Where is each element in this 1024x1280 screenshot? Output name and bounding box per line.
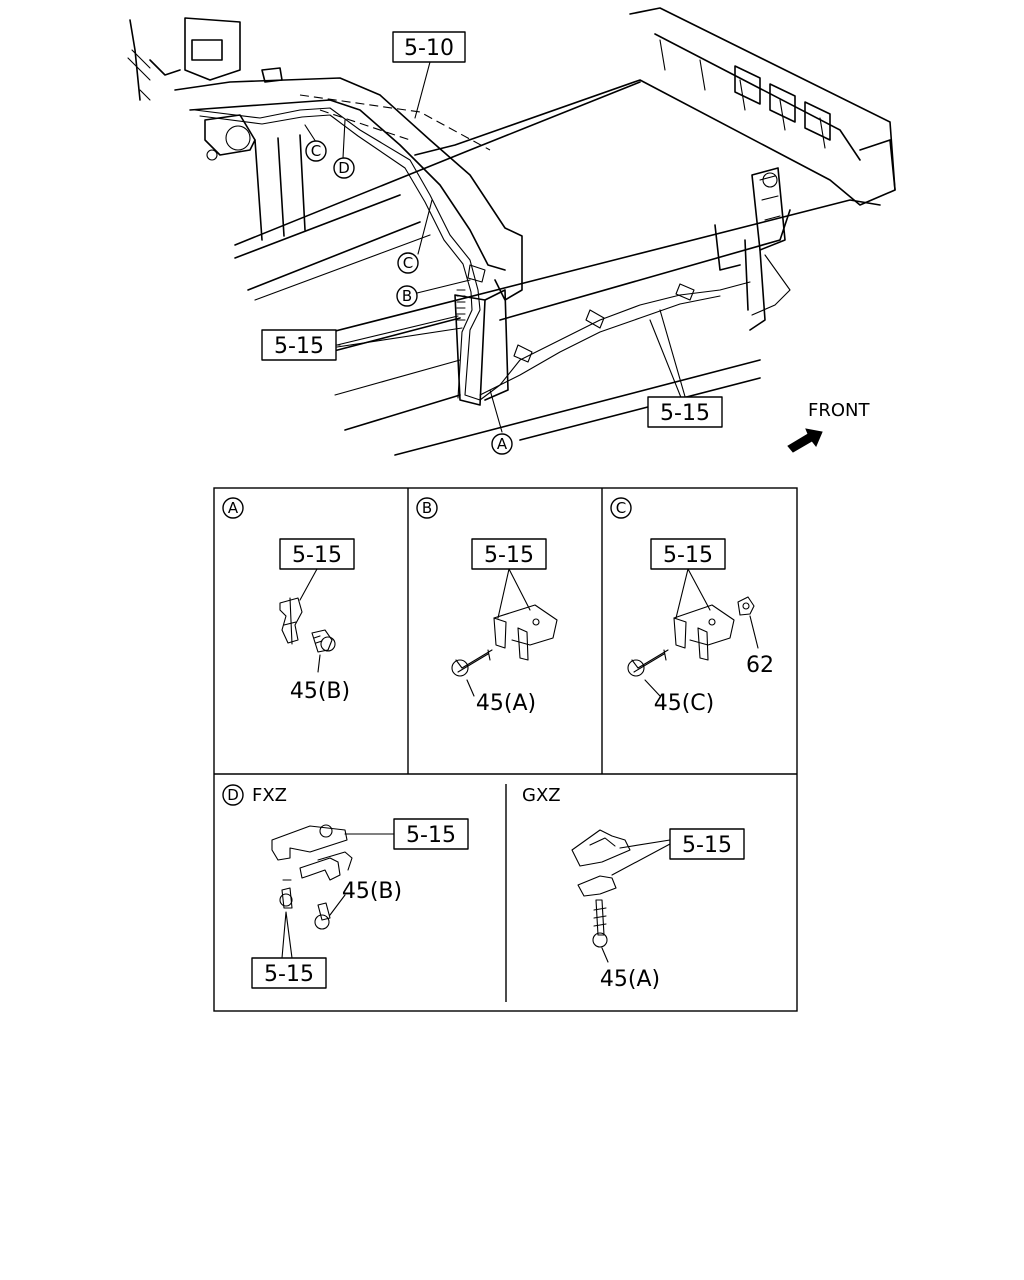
- panel-GXZ-title: GXZ: [522, 785, 561, 806]
- panel-D-ref-bottom: 5-15: [264, 962, 314, 987]
- marker-A-bottom: A: [491, 433, 513, 455]
- svg-text:D: D: [338, 159, 350, 177]
- detail-panel-C: C 5-15 62 45(C): [610, 497, 774, 716]
- panel-B-ref: 5-15: [484, 543, 534, 568]
- marker-D-top: D: [333, 157, 355, 179]
- detail-panel-A: A 5-15 45(B): [222, 497, 355, 704]
- panel-B-part: 45(A): [476, 691, 536, 716]
- panel-D-title: FXZ: [252, 785, 287, 806]
- detail-panel-B: B 5-15 45(A): [416, 497, 558, 716]
- panel-C-part2: 62: [746, 653, 774, 678]
- callout-5-15-left-label: 5-15: [274, 334, 324, 359]
- callout-5-15-left: 5-15: [261, 329, 337, 361]
- front-indicator: FRONT: [787, 400, 870, 453]
- marker-C-top: C: [305, 140, 327, 162]
- panel-A-part: 45(B): [290, 679, 350, 704]
- detail-panel-GXZ: GXZ 5-15 45(A): [522, 785, 745, 992]
- panel-B-marker: B: [422, 499, 432, 517]
- panel-C-part: 45(C): [654, 691, 715, 716]
- panel-D-part: 45(B): [342, 879, 402, 904]
- panel-A-marker: A: [228, 499, 239, 517]
- panel-A-ref: 5-15: [292, 543, 342, 568]
- detail-panel-D-FXZ: D FXZ 5-15 45(B) 5-15: [222, 784, 469, 989]
- panel-GXZ-ref: 5-15: [682, 833, 732, 858]
- chassis-frame-drawing: [127, 7, 896, 456]
- detail-panels-frame: [213, 487, 798, 1012]
- panel-C-marker: C: [616, 499, 626, 517]
- front-label: FRONT: [808, 400, 870, 421]
- callout-5-15-right: 5-15: [647, 396, 723, 428]
- svg-text:C: C: [311, 142, 321, 160]
- panel-D-ref-top: 5-15: [406, 823, 456, 848]
- panel-D-marker: D: [227, 786, 239, 804]
- svg-text:C: C: [403, 254, 413, 272]
- panel-GXZ-part: 45(A): [600, 967, 660, 992]
- callout-5-15-right-label: 5-15: [660, 401, 710, 426]
- front-arrow-icon: [787, 428, 823, 453]
- panel-C-ref: 5-15: [663, 543, 713, 568]
- callout-5-10: 5-10: [392, 31, 466, 63]
- callout-leaders: [304, 61, 687, 433]
- callout-5-10-label: 5-10: [404, 36, 454, 61]
- marker-C-mid: C: [397, 252, 419, 274]
- svg-text:A: A: [497, 435, 508, 453]
- marker-B-mid: B: [396, 285, 418, 307]
- svg-text:B: B: [402, 287, 412, 305]
